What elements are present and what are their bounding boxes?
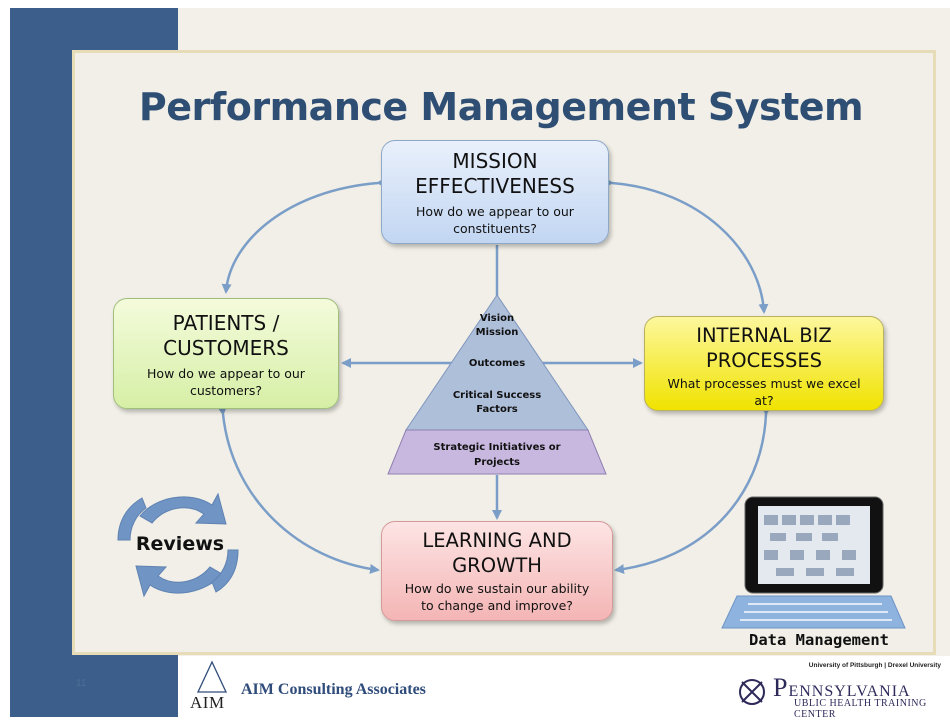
internal-question: What processes must we excel at? (645, 375, 883, 409)
internal-head-2: PROCESSES (705, 349, 823, 372)
patients-sub-1: How do we appear to our (147, 366, 305, 381)
patients-head-2: CUSTOMERS (163, 336, 289, 360)
mission-sub-1: How do we appear to our (416, 204, 574, 219)
penn-name-rest: ENNSYLVANIA (788, 683, 911, 700)
arc-patients-learning (217, 405, 380, 574)
learning-question: How do we sustain our ability to change … (382, 580, 612, 614)
slide-title: Performance Management System (138, 85, 864, 129)
arc-mission-patients (221, 177, 387, 294)
page-number: 11 (76, 678, 87, 689)
mission-sub-2: constituents? (453, 221, 537, 236)
reviews-label: Reviews (135, 533, 225, 555)
internal-biz-processes-box: INTERNAL BIZ PROCESSES What processes mu… (644, 316, 884, 411)
mission-head-2: EFFECTIVENESS (415, 174, 575, 198)
patients-customers-box: PATIENTS / CUSTOMERS How do we appear to… (113, 298, 339, 409)
mission-head-1: MISSION (452, 149, 538, 173)
internal-sub-1: What processes must we excel (667, 376, 861, 391)
penn-logo-name: PENNSYLVANIA (773, 673, 911, 703)
penn-seal-icon (739, 679, 765, 705)
penn-universities: University of Pittsburgh | Drexel Univer… (808, 662, 941, 669)
learning-head-1: LEARNING AND (422, 529, 572, 552)
mission-effectiveness-box: MISSION EFFECTIVENESS How do we appear t… (381, 140, 609, 244)
pyramid-initiatives-1: Strategic Initiatives or (433, 442, 561, 453)
pyramid-csf-2: Factors (476, 404, 518, 415)
pyramid-csf-1: Critical Success (452, 390, 542, 401)
patients-sub-2: customers? (189, 383, 262, 398)
patients-head-1: PATIENTS / (172, 311, 280, 335)
internal-head-1: INTERNAL BIZ (696, 324, 832, 347)
patients-question: How do we appear to our customers? (114, 365, 338, 399)
arc-mission-internal (603, 177, 769, 314)
mission-question: How do we appear to our constituents? (382, 203, 608, 237)
penn-initial: P (773, 673, 789, 702)
data-management-icon (721, 496, 906, 629)
pyramid-mission: Mission (475, 327, 519, 338)
learning-sub-1: How do we sustain our ability (404, 581, 590, 596)
learning-growth-box: LEARNING AND GROWTH How do we sustain ou… (381, 521, 613, 621)
aim-logo-text: AIM (190, 693, 225, 712)
arc-internal-learning (614, 405, 772, 575)
pyramid-outcomes: Outcomes (468, 358, 526, 369)
pyramid-vision: Vision (479, 313, 515, 324)
aim-company-name: AIM Consulting Associates (241, 681, 426, 698)
pyramid-base (387, 429, 607, 475)
reviews-cycle-icon (117, 492, 239, 598)
pyramid-initiatives-2: Projects (473, 457, 520, 468)
footer-band (178, 656, 950, 717)
aim-logo-icon (196, 660, 228, 693)
data-management-label: Data Management (749, 631, 889, 649)
internal-sub-2: at? (754, 393, 774, 408)
learning-sub-2: to change and improve? (421, 598, 573, 613)
learning-head-2: GROWTH (452, 554, 542, 577)
penn-subtitle: UBLIC HEALTH TRAINING CENTER (794, 698, 927, 720)
